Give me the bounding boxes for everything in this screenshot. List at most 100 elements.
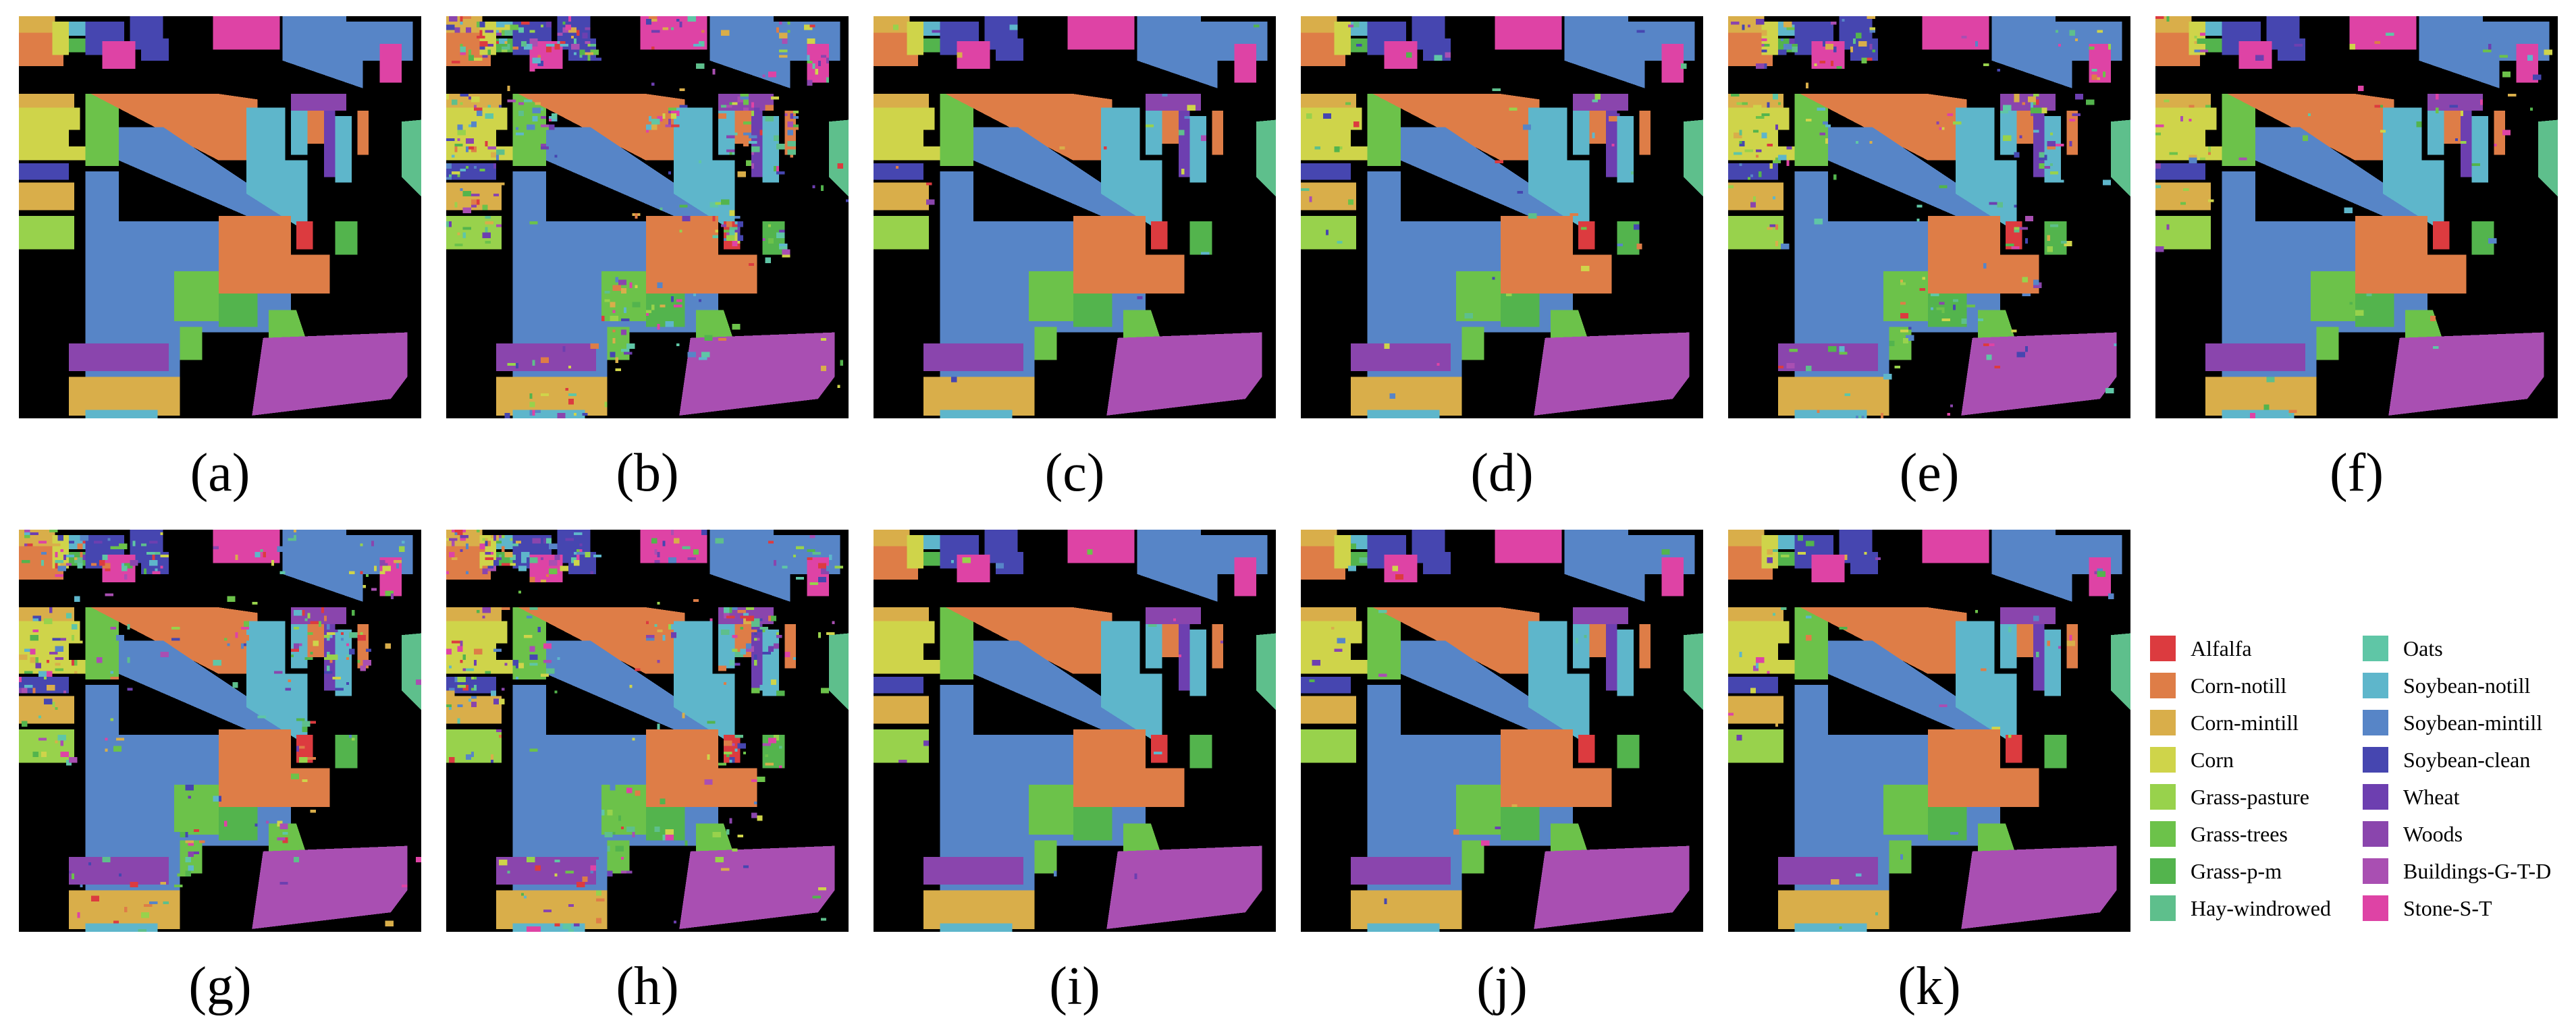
classification-map bbox=[19, 16, 421, 418]
misclassified-pixel bbox=[118, 873, 122, 876]
class-region bbox=[1794, 923, 1867, 932]
misclassified-pixel bbox=[485, 540, 488, 547]
map-canvas bbox=[1301, 530, 1703, 932]
class-region bbox=[2311, 271, 2355, 322]
misclassified-pixel bbox=[1767, 557, 1773, 563]
misclassified-pixel bbox=[729, 227, 738, 230]
misclassified-pixel bbox=[188, 843, 194, 846]
misclassified-pixel bbox=[743, 140, 749, 147]
misclassified-pixel bbox=[682, 215, 691, 222]
misclassified-pixel bbox=[24, 685, 33, 688]
class-region bbox=[2205, 343, 2305, 372]
misclassified-pixel bbox=[662, 540, 666, 547]
panel-label: (i) bbox=[1049, 957, 1100, 1016]
misclassified-pixel bbox=[1825, 44, 1834, 50]
misclassified-pixel bbox=[2008, 626, 2012, 633]
panel-label: (e) bbox=[1899, 443, 1960, 503]
misclassified-pixel bbox=[105, 593, 113, 596]
misclassified-pixel bbox=[724, 751, 732, 754]
misclassified-pixel bbox=[32, 751, 38, 758]
misclassified-pixel bbox=[1983, 343, 1989, 347]
misclassified-pixel bbox=[529, 557, 538, 563]
class-region bbox=[1301, 215, 1357, 250]
class-region bbox=[1350, 890, 1462, 929]
misclassified-pixel bbox=[507, 362, 516, 366]
misclassified-pixel bbox=[635, 798, 641, 802]
class-region bbox=[2277, 38, 2305, 61]
misclassified-pixel bbox=[160, 651, 169, 658]
misclassified-pixel bbox=[679, 105, 688, 108]
misclassified-pixel bbox=[462, 16, 471, 20]
misclassified-pixel bbox=[1353, 121, 1360, 128]
misclassified-pixel bbox=[701, 530, 707, 536]
misclassified-pixel bbox=[545, 22, 552, 28]
misclassified-pixel bbox=[199, 840, 205, 843]
class-region bbox=[679, 332, 835, 416]
class-region bbox=[2056, 22, 2122, 61]
misclassified-pixel bbox=[745, 160, 752, 166]
class-region bbox=[874, 607, 930, 621]
misclassified-pixel bbox=[332, 654, 338, 661]
misclassified-pixel bbox=[474, 57, 483, 61]
class-region bbox=[19, 130, 69, 147]
class-region bbox=[874, 660, 940, 674]
class-region bbox=[2419, 16, 2500, 88]
class-region bbox=[874, 215, 930, 250]
legend-swatch bbox=[2363, 636, 2388, 661]
misclassified-pixel bbox=[1198, 235, 1204, 241]
misclassified-pixel bbox=[668, 557, 677, 563]
misclassified-pixel bbox=[177, 873, 186, 876]
misclassified-pixel bbox=[795, 576, 805, 580]
panel-label: (j) bbox=[1476, 957, 1528, 1016]
misclassified-pixel bbox=[487, 49, 491, 55]
misclassified-pixel bbox=[570, 35, 574, 38]
misclassified-pixel bbox=[726, 235, 735, 241]
misclassified-pixel bbox=[43, 618, 53, 624]
misclassified-pixel bbox=[1739, 130, 1742, 136]
misclassified-pixel bbox=[282, 832, 288, 835]
misclassified-pixel bbox=[754, 801, 757, 804]
misclassified-pixel bbox=[537, 130, 546, 136]
misclassified-pixel bbox=[1761, 30, 1767, 36]
misclassified-pixel bbox=[518, 590, 521, 594]
misclassified-pixel bbox=[462, 232, 466, 238]
misclassified-pixel bbox=[1734, 152, 1742, 155]
misclassified-pixel bbox=[820, 185, 824, 191]
misclassified-pixel bbox=[452, 557, 458, 561]
misclassified-pixel bbox=[518, 110, 525, 116]
misclassified-pixel bbox=[1916, 219, 1920, 222]
class-region bbox=[874, 530, 910, 547]
class-region bbox=[1234, 44, 1257, 83]
misclassified-pixel bbox=[2155, 132, 2162, 136]
misclassified-pixel bbox=[1939, 185, 1948, 188]
misclassified-pixel bbox=[2056, 30, 2059, 33]
misclassified-pixel bbox=[620, 857, 624, 860]
misclassified-pixel bbox=[460, 660, 463, 663]
misclassified-pixel bbox=[524, 635, 533, 638]
class-region bbox=[1301, 607, 1357, 621]
class-region bbox=[495, 535, 513, 549]
misclassified-pixel bbox=[449, 688, 455, 691]
misclassified-pixel bbox=[701, 352, 710, 358]
misclassified-pixel bbox=[1739, 163, 1742, 166]
misclassified-pixel bbox=[834, 565, 843, 569]
misclassified-pixel bbox=[460, 44, 463, 50]
misclassified-pixel bbox=[776, 635, 782, 638]
misclassified-pixel bbox=[2036, 651, 2039, 658]
misclassified-pixel bbox=[174, 832, 180, 835]
misclassified-pixel bbox=[593, 554, 602, 558]
class-region bbox=[402, 633, 421, 710]
misclassified-pixel bbox=[41, 751, 47, 758]
misclassified-pixel bbox=[460, 102, 463, 105]
class-region bbox=[2066, 110, 2078, 155]
misclassified-pixel bbox=[460, 16, 463, 22]
misclassified-pixel bbox=[340, 632, 344, 636]
class-region bbox=[446, 643, 496, 661]
misclassified-pixel bbox=[349, 735, 352, 738]
misclassified-pixel bbox=[113, 926, 116, 929]
class-region bbox=[335, 735, 358, 769]
misclassified-pixel bbox=[495, 32, 505, 36]
class-region bbox=[2155, 146, 2222, 161]
misclassified-pixel bbox=[549, 560, 558, 566]
misclassified-pixel bbox=[1827, 346, 1837, 352]
